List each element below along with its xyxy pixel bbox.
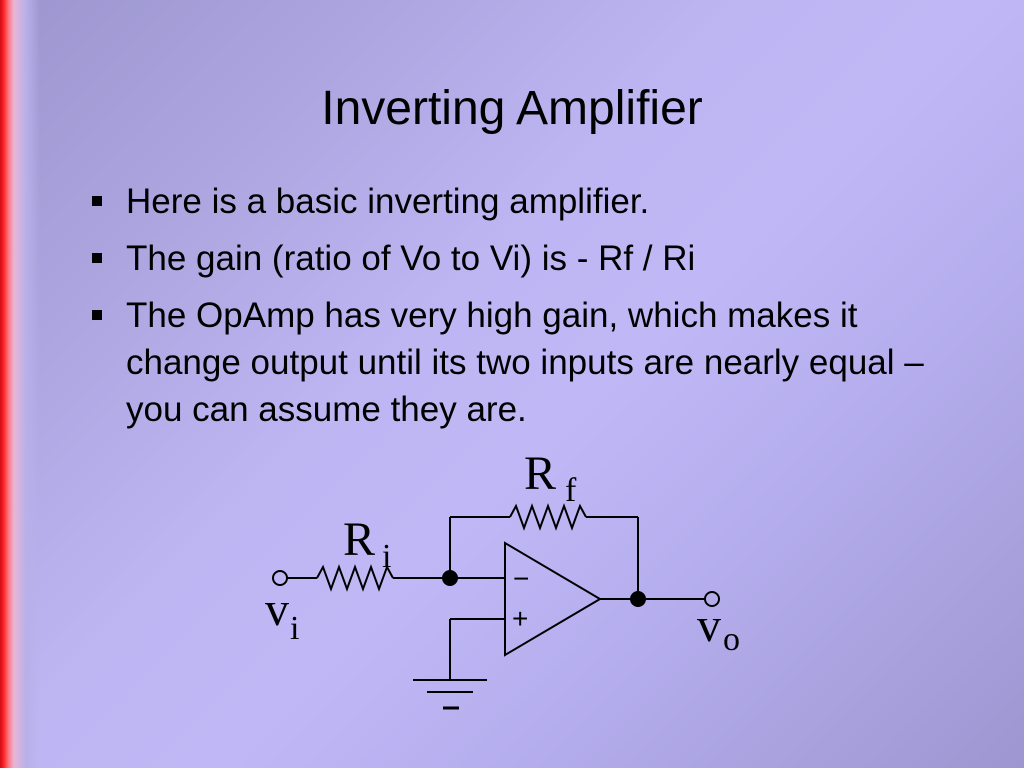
rf-label-sub: f [565,472,577,509]
output-junction-dot [630,591,646,607]
square-bullet-icon [92,196,102,206]
vi-label-main: v [265,583,289,636]
square-bullet-icon [92,253,102,263]
bullet-text: The OpAmp has very high gain, which make… [126,296,924,429]
inverting-amplifier-schematic: − + R f R i v i v o [265,447,740,710]
bullet-item: The OpAmp has very high gain, which make… [86,292,946,433]
ri-label-sub: i [382,538,391,575]
bullet-item: Here is a basic inverting amplifier. [86,178,946,225]
bullet-list: Here is a basic inverting amplifier. The… [86,178,946,443]
inverting-input-sign: − [513,563,529,594]
vo-label-main: v [697,599,721,652]
rf-resistor [509,503,587,531]
vo-label-sub: o [723,621,740,658]
bullet-text: The gain (ratio of Vo to Vi) is - Rf / R… [126,239,696,278]
opamp-triangle [504,541,602,657]
bullet-item: The gain (ratio of Vo to Vi) is - Rf / R… [86,235,946,282]
ri-label-main: R [343,513,375,566]
input-junction-dot [442,570,458,586]
vi-label-sub: i [290,610,299,647]
noninverting-input-sign: + [512,603,528,634]
rf-label-main: R [524,447,556,500]
ri-resistor [316,564,394,592]
output-terminal [704,591,720,607]
bullet-text: Here is a basic inverting amplifier. [126,182,650,221]
slide-title: Inverting Amplifier [321,82,703,135]
square-bullet-icon [92,310,102,320]
